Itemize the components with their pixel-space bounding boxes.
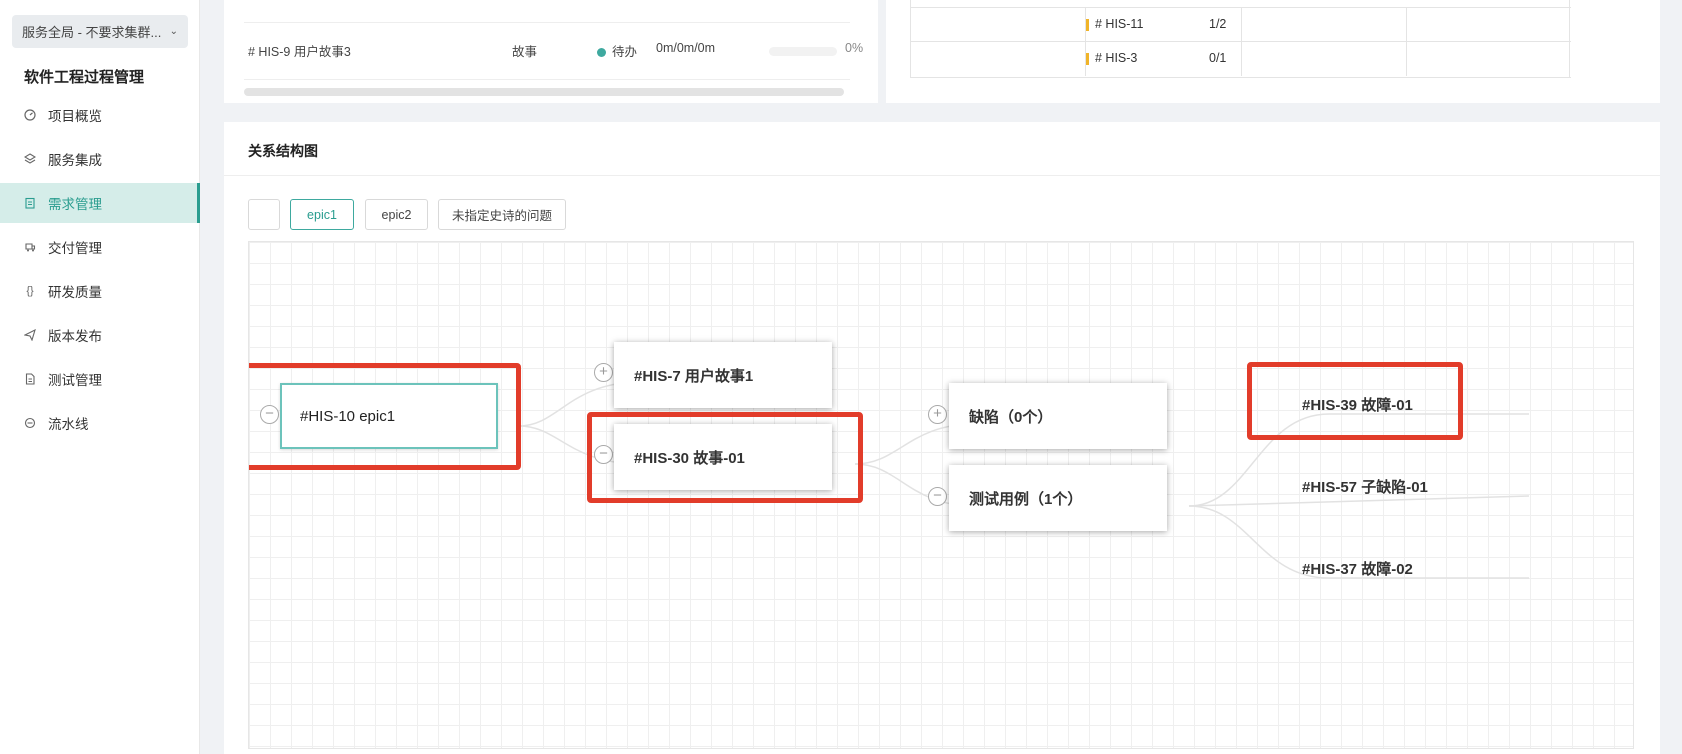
scope-select-label: 服务全局 - 不要求集群...	[22, 25, 162, 40]
collapse-toggle-icon[interactable]: −	[928, 487, 947, 506]
table-divider	[244, 22, 850, 23]
relation-card: 关系结构图 epic1 epic2 未指定史诗的问题 − #HIS-10 epi…	[224, 122, 1660, 754]
clipboard-icon	[24, 197, 36, 209]
dashboard-icon	[24, 109, 36, 121]
priority-bar	[1086, 53, 1089, 65]
sidebar-item-label: 研发质量	[48, 285, 102, 300]
issue-ratio: 0/1	[1209, 51, 1227, 65]
sidebar-item-label: 项目概览	[48, 109, 102, 124]
expand-toggle-icon[interactable]: +	[928, 405, 947, 424]
priority-bar	[1086, 19, 1089, 31]
scope-select[interactable]: 服务全局 - 不要求集群... ⌄	[12, 15, 188, 48]
time-spent: 0m/0m/0m	[656, 41, 716, 55]
relation-title: 关系结构图	[248, 143, 318, 159]
node-leaf-subdefect-01[interactable]: #HIS-57 子缺陷-01	[1302, 479, 1428, 496]
sidebar-item-label: 流水线	[48, 417, 89, 432]
table-row[interactable]: # HIS-11 1/2	[911, 7, 1571, 42]
sidebar-item-release[interactable]: 版本发布	[0, 315, 200, 355]
sidebar-item-integration[interactable]: 服务集成	[0, 139, 200, 179]
sidebar-menu: 项目概览 服务集成 需求管理 交付管理 {} 研发质量 版本发布 测试管理 流水	[0, 95, 200, 447]
node-epic[interactable]: #HIS-10 epic1	[280, 383, 498, 449]
stats-table-card: # HIS-11 1/2 # HIS-3 0/1	[886, 0, 1660, 103]
tab-unassigned[interactable]: 未指定史诗的问题	[438, 199, 566, 230]
braces-icon: {}	[26, 285, 34, 297]
table-row[interactable]: # HIS-3 0/1	[911, 41, 1571, 76]
node-leaf-fault-01[interactable]: #HIS-39 故障-01	[1302, 397, 1413, 414]
collapse-toggle-icon[interactable]: −	[594, 445, 613, 464]
card-divider	[224, 175, 1660, 176]
status-dot-icon	[597, 48, 606, 57]
send-icon	[24, 329, 36, 341]
status-badge: 待办	[597, 41, 637, 60]
sidebar-item-requirements[interactable]: 需求管理	[0, 183, 200, 223]
link-testcases-leaf1	[1188, 413, 1529, 507]
collapse-toggle-icon[interactable]: −	[260, 405, 279, 424]
node-testcases[interactable]: 测试用例（1个）	[949, 465, 1167, 531]
sidebar-item-quality[interactable]: {} 研发质量	[0, 271, 200, 311]
document-icon	[24, 373, 36, 385]
chevron-down-icon: ⌄	[169, 26, 178, 37]
pipeline-icon	[24, 417, 36, 429]
sidebar-item-pipeline[interactable]: 流水线	[0, 403, 200, 443]
progress-bar	[769, 47, 837, 56]
tab-epic1[interactable]: epic1	[290, 199, 354, 230]
issue-id[interactable]: # HIS-11	[1095, 17, 1144, 31]
node-defects[interactable]: 缺陷（0个）	[949, 383, 1167, 449]
sidebar-item-delivery[interactable]: 交付管理	[0, 227, 200, 267]
mindmap-canvas[interactable]: − #HIS-10 epic1 + #HIS-7 用户故事1 − #HIS-30…	[248, 241, 1634, 749]
layers-icon	[24, 153, 36, 165]
horizontal-scrollbar[interactable]	[244, 88, 844, 96]
table-divider	[244, 79, 850, 80]
link-testcases-leaf3	[1188, 505, 1529, 579]
sidebar-item-label: 需求管理	[48, 197, 102, 212]
sidebar-item-label: 测试管理	[48, 373, 102, 388]
sidebar-item-label: 服务集成	[48, 153, 102, 168]
issue-type: 故事	[512, 45, 538, 59]
sidebar-item-label: 交付管理	[48, 241, 102, 256]
sidebar-item-label: 版本发布	[48, 329, 102, 344]
node-story2[interactable]: #HIS-30 故事-01	[614, 424, 832, 490]
node-story1[interactable]: #HIS-7 用户故事1	[614, 342, 832, 408]
issue-id[interactable]: # HIS-9 用户故事3	[248, 45, 351, 59]
tab-epic2[interactable]: epic2	[365, 199, 428, 230]
expand-toggle-icon[interactable]: +	[594, 363, 613, 382]
table-row[interactable]: # HIS-9 用户故事3 故事 待办 0m/0m/0m 0%	[248, 41, 863, 61]
sidebar: 服务全局 - 不要求集群... ⌄ 软件工程过程管理 项目概览 服务集成 需求管…	[0, 0, 200, 754]
sidebar-item-testing[interactable]: 测试管理	[0, 359, 200, 399]
tab-empty[interactable]	[248, 199, 280, 230]
sidebar-item-overview[interactable]: 项目概览	[0, 95, 200, 135]
link-testcases-leaf2	[1188, 495, 1530, 507]
progress-text: 0%	[845, 41, 864, 55]
issue-id[interactable]: # HIS-3	[1095, 51, 1138, 65]
project-title: 软件工程过程管理	[24, 69, 145, 86]
issue-table-card: # HIS-9 用户故事3 故事 待办 0m/0m/0m 0%	[224, 0, 878, 103]
stats-table: # HIS-11 1/2 # HIS-3 0/1	[910, 0, 1571, 78]
issue-ratio: 1/2	[1209, 17, 1227, 31]
node-leaf-fault-02[interactable]: #HIS-37 故障-02	[1302, 561, 1413, 578]
delivery-icon	[24, 241, 36, 253]
